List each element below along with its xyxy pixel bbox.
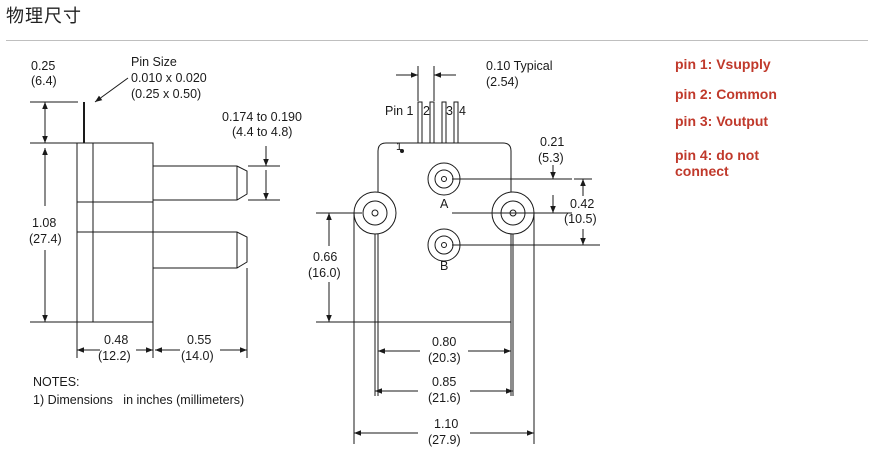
notes-heading: NOTES: (33, 375, 80, 389)
front-view (316, 66, 600, 444)
side-view (30, 77, 280, 358)
dim-021-inch: 0.21 (540, 135, 564, 149)
dim-055-inch: 0.55 (187, 333, 211, 347)
dim-080-mm: (20.3) (428, 351, 461, 365)
front-pin-4 (453, 101, 459, 144)
dim-066-mm: (16.0) (308, 266, 341, 280)
pin1-marker: 1 (396, 141, 402, 153)
pin-label-3: 3 (446, 104, 453, 118)
pin-size-inch: 0.010 x 0.020 (131, 71, 207, 85)
dim-085-mm: (21.6) (428, 391, 461, 405)
pin-3-function: pin 3: Voutput (675, 113, 769, 129)
dim-048-mm: (12.2) (98, 349, 131, 363)
pin-size-mm: (0.25 x 0.50) (131, 87, 201, 101)
dim-066-inch: 0.66 (313, 250, 337, 264)
front-pin-1 (417, 101, 423, 144)
pin-2-function: pin 2: Common (675, 86, 777, 102)
pin-4-function: pin 4: do not connect (675, 147, 759, 179)
dim-108-mm: (27.4) (29, 232, 62, 246)
front-pin-2 (429, 101, 435, 144)
side-port-upper (153, 165, 248, 201)
dim-080-inch: 0.80 (432, 335, 456, 349)
dim-110-inch: 1.10 (434, 417, 458, 431)
dim-110-mm: (27.9) (428, 433, 461, 447)
pin-label-4: 4 (459, 104, 466, 118)
dim-042-inch: 0.42 (570, 197, 594, 211)
pitch-mm: (2.54) (486, 75, 519, 89)
dim-021-mm: (5.3) (538, 151, 564, 165)
pin-size-label: Pin Size (131, 55, 177, 69)
dim-048-inch: 0.48 (104, 333, 128, 347)
dim-055-mm: (14.0) (181, 349, 214, 363)
dim-025-mm: (6.4) (31, 74, 57, 88)
pin1-dot (400, 149, 404, 153)
page-title: 物理尺寸 (6, 6, 82, 27)
side-port-lower (153, 231, 248, 269)
port-a-label: A (440, 197, 449, 211)
dim-042-mm: (10.5) (564, 212, 597, 226)
title-divider (6, 40, 868, 41)
dim-085-inch: 0.85 (432, 375, 456, 389)
front-pin-3 (441, 101, 447, 144)
pitch-inch: 0.10 Typical (486, 59, 552, 73)
dim-tube-mm: (4.4 to 4.8) (232, 125, 292, 139)
pin-label-2: 2 (423, 104, 430, 118)
notes-line1: 1) Dimensions in inches (millimeters) (33, 393, 244, 407)
pin-1-function: pin 1: Vsupply (675, 56, 771, 72)
dim-025-inch: 0.25 (31, 59, 55, 73)
dim-108-inch: 1.08 (32, 216, 56, 230)
port-b-label: B (440, 259, 448, 273)
pin-label-1: Pin 1 (385, 104, 414, 118)
dim-tube-inch: 0.174 to 0.190 (222, 110, 302, 124)
